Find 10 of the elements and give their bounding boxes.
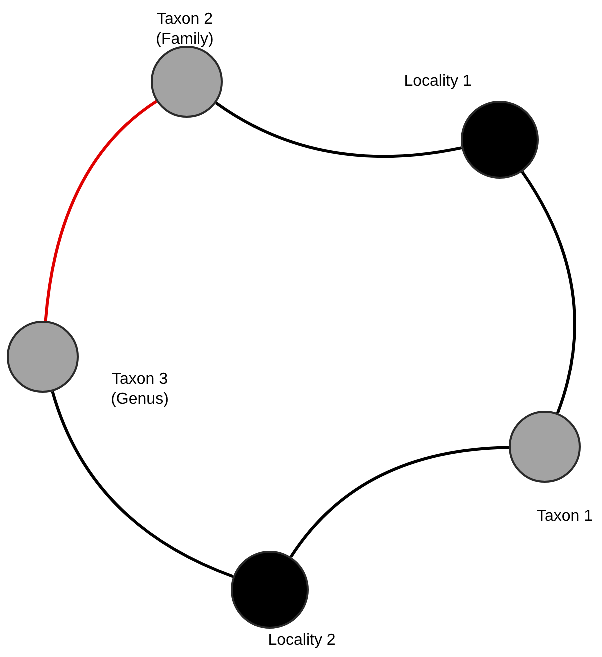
node-label: Locality 2: [267, 631, 337, 651]
node-label: Locality 1: [403, 72, 473, 92]
node-label: Taxon 1: [536, 507, 594, 527]
node-label: Taxon 3 (Genus): [110, 370, 170, 410]
node-label: Taxon 2 (Family): [155, 10, 215, 50]
connector-line: [521, 171, 576, 414]
connector-line: [215, 102, 462, 158]
connector-line: [51, 391, 234, 578]
connector-line: [290, 446, 510, 558]
connector-line: [44, 100, 158, 322]
